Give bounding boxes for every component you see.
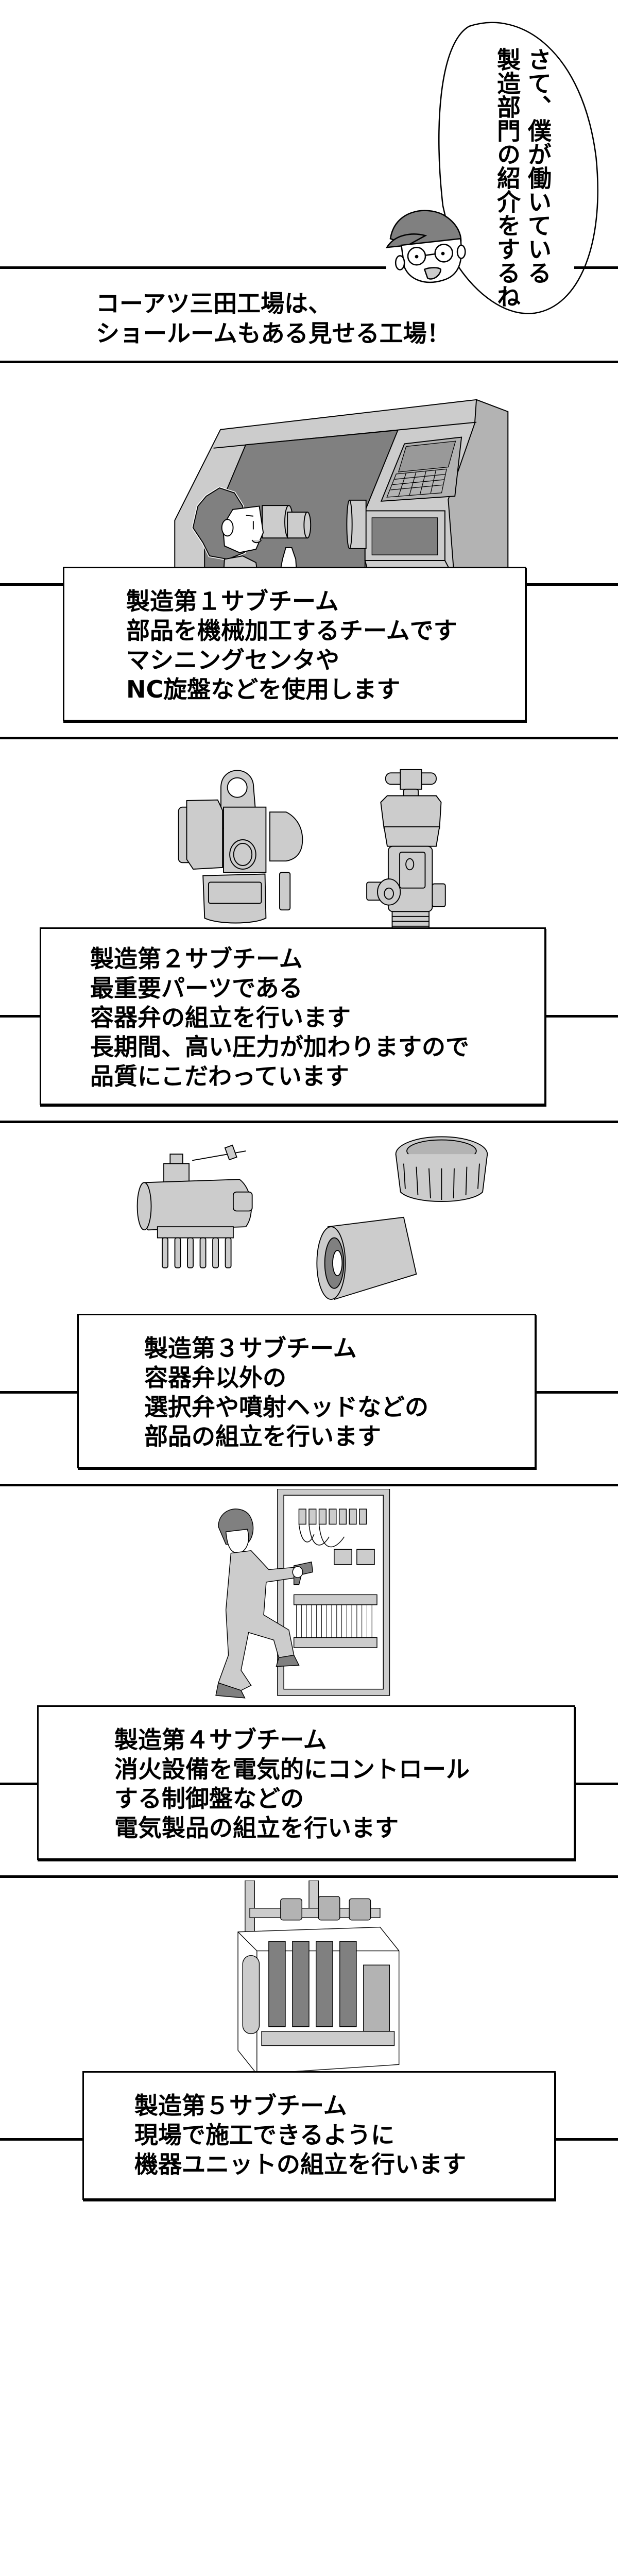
panel-divider (0, 737, 618, 739)
caption-line: 部品を機械加工するチームです (126, 617, 457, 645)
equipment-unit-icon (237, 1880, 400, 2075)
panel-divider (0, 361, 618, 363)
caption-line: NC旋盤などを使用します (126, 675, 401, 703)
caption-line: 部品の組立を行います (144, 1422, 381, 1450)
caption-title: 製造第５サブチーム (134, 2092, 347, 2120)
narrator-face-icon (385, 210, 466, 283)
panel-divider (0, 266, 386, 269)
caption-title: 製造第４サブチーム (114, 1726, 327, 1754)
container-valves-illustration (178, 769, 446, 938)
intro-line: コーアツ三田工場は、 (96, 290, 332, 317)
worker-figure (215, 1509, 314, 1699)
equipment-unit-illustration (237, 1880, 400, 2075)
panel-divider (574, 266, 618, 269)
caption-line: 容器弁の組立を行います (90, 1004, 351, 1031)
chuck (262, 499, 367, 549)
panel-divider (0, 1875, 618, 1878)
selector-valve-illustration (136, 1136, 488, 1300)
nc-lathe-illustration (174, 399, 509, 585)
container-valve-left-icon (178, 770, 303, 924)
intro-line: ショールームもある見せる工場！ (96, 319, 451, 347)
selector-valve-icon (136, 1144, 253, 1268)
speech-bubble-text: さて、僕が働いている 製造部門の紹介をするね (492, 47, 554, 308)
caption-line: 消火設備を電気的にコントロール (114, 1755, 470, 1783)
caption-line: する制御盤などの (114, 1785, 304, 1812)
caption-box-team-3: 製造第３サブチーム 容器弁以外の 選択弁や噴射ヘッドなどの 部品の組立を行います (77, 1314, 536, 1468)
caption-line: 容器弁以外の (144, 1364, 286, 1392)
speech-line: さて、僕が働いている (524, 47, 552, 284)
caption-line: 品質にこだわっています (90, 1062, 349, 1090)
nozzle-icon (316, 1216, 417, 1300)
caption-box-team-4: 製造第４サブチーム 消火設備を電気的にコントロール する制御盤などの 電気製品の… (37, 1705, 575, 1860)
caption-line: 機器ユニットの組立を行います (134, 2150, 466, 2178)
caption-title: 製造第３サブチーム (144, 1334, 357, 1362)
caption-box-team-1: 製造第１サブチーム 部品を機械加工するチームです マシニングセンタや NC旋盤な… (63, 567, 526, 721)
caption-title: 製造第１サブチーム (126, 587, 339, 615)
intro-caption: コーアツ三田工場は、 ショールームもある見せる工場！ (96, 289, 451, 348)
caption-title: 製造第２サブチーム (90, 945, 303, 973)
discharge-head-icon (395, 1136, 488, 1202)
caption-line: 選択弁や噴射ヘッドなどの (144, 1393, 428, 1421)
panel-divider (0, 1484, 618, 1486)
keypad (386, 468, 447, 498)
caption-line: 長期間、高い圧力が加わりますので (90, 1033, 469, 1061)
caption-line: 現場で施工できるように (134, 2121, 395, 2149)
caption-box-team-2: 製造第２サブチーム 最重要パーツである 容器弁の組立を行います 長期間、高い圧力… (40, 927, 546, 1105)
caption-line: マシニングセンタや (126, 646, 339, 674)
container-valve-right-icon (366, 769, 446, 938)
speech-bubble (438, 22, 598, 314)
control-cabinet-icon (277, 1489, 390, 1696)
speech-line: 製造部門の紹介をするね (493, 47, 521, 308)
control-panel-illustration (215, 1489, 390, 1699)
narrator-intro-art (0, 22, 618, 314)
caption-line: 最重要パーツである (90, 974, 303, 1002)
caption-box-team-5: 製造第５サブチーム 現場で施工できるように 機器ユニットの組立を行います (82, 2071, 556, 2200)
caption-line: 電気製品の組立を行います (114, 1814, 399, 1842)
panel-divider (0, 1121, 618, 1123)
control-panel (380, 436, 462, 502)
